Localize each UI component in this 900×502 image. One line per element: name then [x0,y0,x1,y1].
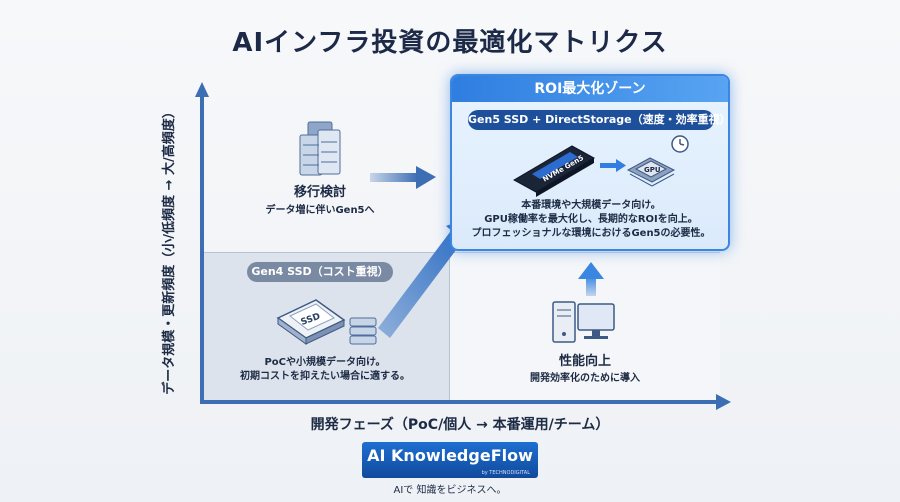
gpu-chip-icon: GPU [626,157,676,187]
nvme-ssd-icon: NVMe Gen5 [512,145,596,197]
server-rack-icon [299,121,341,176]
migration-title: 移行検討 [293,185,346,200]
roi-zone-description: 本番環境や大規模データ向け。 GPU稼働率を最大化し、長期的なROIを向上。 プ… [458,199,724,241]
roi-zone: ROI最大化ゾーン Gen5 SSD + DirectStorage（速度・効率… [450,74,731,251]
sata-ssd-icon: SSD [276,299,346,345]
roi-zone-pill: Gen5 SSD + DirectStorage（速度・効率重視） [468,110,731,130]
roi-desc-line: 本番環境や大規模データ向け。 [521,200,661,211]
y-axis-label: データ規模・更新頻度（小/低頻度 → 大/高頻度） [162,105,177,395]
storage-stack-icon [349,317,377,345]
gen4-desc-line: PoCや小規模データ向け。 [264,357,386,368]
brand-tagline: AIで 知識をビジネスへ。 [393,485,507,496]
roi-zone-header: ROI最大化ゾーン [452,76,728,102]
desktop-pc-icon [552,301,615,343]
roi-desc-line: プロフェッショナルな環境におけるGen5の必要性。 [471,228,711,239]
gen4-description: PoCや小規模データ向け。 初期コストを抑えたい場合に適する。 [205,356,445,384]
arrow-up-icon [578,262,604,296]
brand-logo-byline: by TECHNODIGITAL [481,470,530,476]
performance-title: 性能向上 [558,354,611,369]
gen4-desc-line: 初期コストを抑えたい場合に適する。 [240,371,410,382]
roi-desc-line: GPU稼働率を最大化し、長期的なROIを向上。 [484,214,698,225]
arrow-right-icon [370,166,436,189]
x-axis-label: 開発フェーズ（PoC/個人 → 本番運用/チーム） [310,417,610,433]
performance-subtitle: 開発効率化のために導入 [530,373,640,384]
gen4-pill: Gen4 SSD（コスト重視） [247,262,393,282]
roi-illustration: NVMe Gen5 GPU [512,135,689,197]
clock-icon [671,135,689,153]
brand-logo: AI KnowledgeFlow by TECHNODIGITAL [362,442,538,478]
page-title: AIインフラ投資の最適化マトリクス [232,28,668,58]
migration-subtitle: データ増に伴いGen5へ [265,205,375,216]
brand-logo-text: AI KnowledgeFlow [367,446,533,465]
gpu-chip-label: GPU [644,166,661,174]
arrow-right-icon [600,159,626,172]
x-axis [200,394,731,410]
y-axis [195,82,209,403]
